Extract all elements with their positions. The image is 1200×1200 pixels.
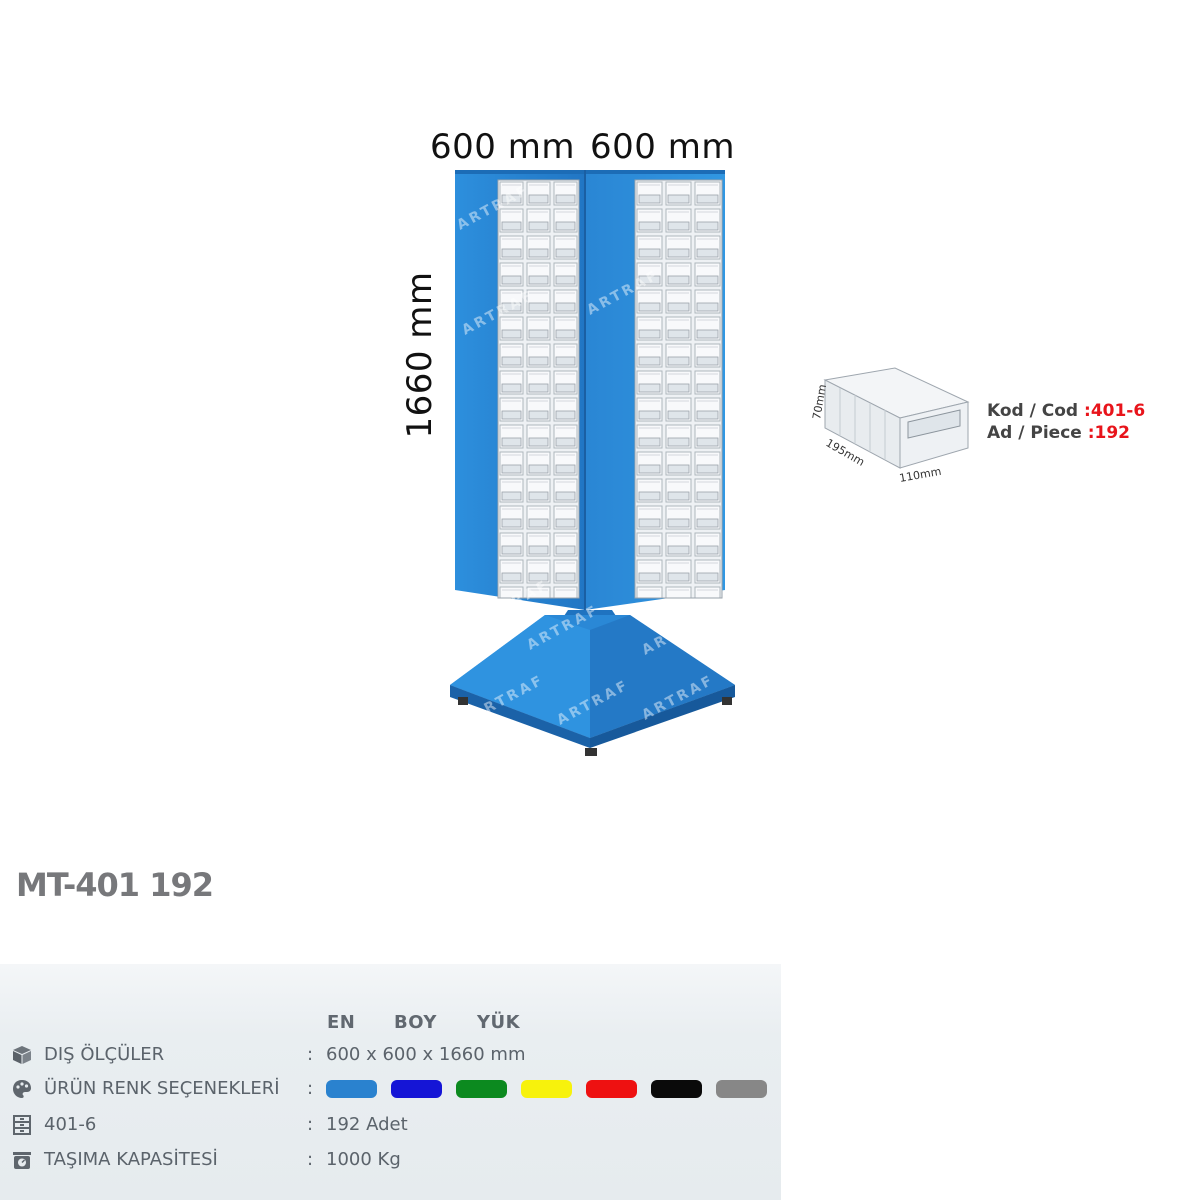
color-swatch-2[interactable]: [456, 1080, 507, 1098]
height-dimension-label: 1660 mm: [400, 271, 440, 439]
right-bin-grid: [634, 179, 723, 599]
spec-label: ÜRÜN RENK SEÇENEKLERİ: [44, 1078, 280, 1099]
color-swatch-5[interactable]: [651, 1080, 702, 1098]
bin-code-label: Kod / Cod: [987, 401, 1079, 421]
column-header-en: EN: [327, 1012, 356, 1033]
color-swatch-list: [326, 1080, 767, 1098]
color-swatch-1[interactable]: [391, 1080, 442, 1098]
spec-colon: :: [307, 1114, 314, 1135]
bin-drawer-image: 70mm 195mm 110mm: [810, 367, 970, 485]
spec-colon: :: [307, 1044, 314, 1065]
cube-icon: [13, 1046, 31, 1064]
bin-height-label: 70mm: [810, 383, 829, 420]
spec-colon: :: [307, 1078, 314, 1099]
spec-row-load-capacity: TAŞIMA KAPASİTESİ : 1000 Kg: [0, 1146, 781, 1176]
drawer-icon: [13, 1115, 31, 1135]
weight-icon: [13, 1152, 31, 1169]
column-header-yuk: YÜK: [477, 1012, 521, 1033]
spec-value: 1000 Kg: [326, 1149, 401, 1170]
spec-row-outer-dimensions: DIŞ ÖLÇÜLER : 600 x 600 x 1660 mm: [0, 1041, 781, 1071]
spec-row-bin-count: 401-6 : 192 Adet: [0, 1111, 781, 1141]
bin-piece-value: :192: [1087, 423, 1131, 443]
color-swatch-4[interactable]: [586, 1080, 637, 1098]
model-title: MT-401 192: [16, 866, 214, 904]
left-bin-grid: [497, 179, 580, 599]
bin-piece-label: Ad / Piece: [987, 423, 1082, 443]
spec-value: 192 Adet: [326, 1114, 408, 1135]
color-swatch-0[interactable]: [326, 1080, 377, 1098]
spec-colon: :: [307, 1149, 314, 1170]
palette-icon: [13, 1080, 31, 1098]
depth-dimension-label: 600 mm: [590, 127, 735, 167]
column-header-boy: BOY: [394, 1012, 437, 1033]
width-dimension-label: 600 mm: [430, 127, 575, 167]
spec-value: 600 x 600 x 1660 mm: [326, 1044, 526, 1065]
spec-label: 401-6: [44, 1114, 97, 1135]
bin-width-label: 110mm: [898, 465, 942, 485]
color-swatch-6[interactable]: [716, 1080, 767, 1098]
product-image-rotating-bin-rack: ARTRAF ARTRAF ARTRAF ARTRAF ARTRAF ARTRA…: [450, 170, 735, 756]
bin-piece: Ad / Piece :192: [987, 423, 1130, 443]
spec-panel: EN BOY YÜK DIŞ ÖLÇÜLER : 600 x 600 x 166…: [0, 964, 781, 1200]
spec-label: DIŞ ÖLÇÜLER: [44, 1044, 165, 1065]
bin-code: Kod / Cod :401-6: [987, 401, 1145, 421]
color-swatch-3[interactable]: [521, 1080, 572, 1098]
spec-label: TAŞIMA KAPASİTESİ: [44, 1149, 218, 1170]
bin-code-value: :401-6: [1084, 401, 1146, 421]
spec-row-color-options: ÜRÜN RENK SEÇENEKLERİ :: [0, 1075, 781, 1105]
